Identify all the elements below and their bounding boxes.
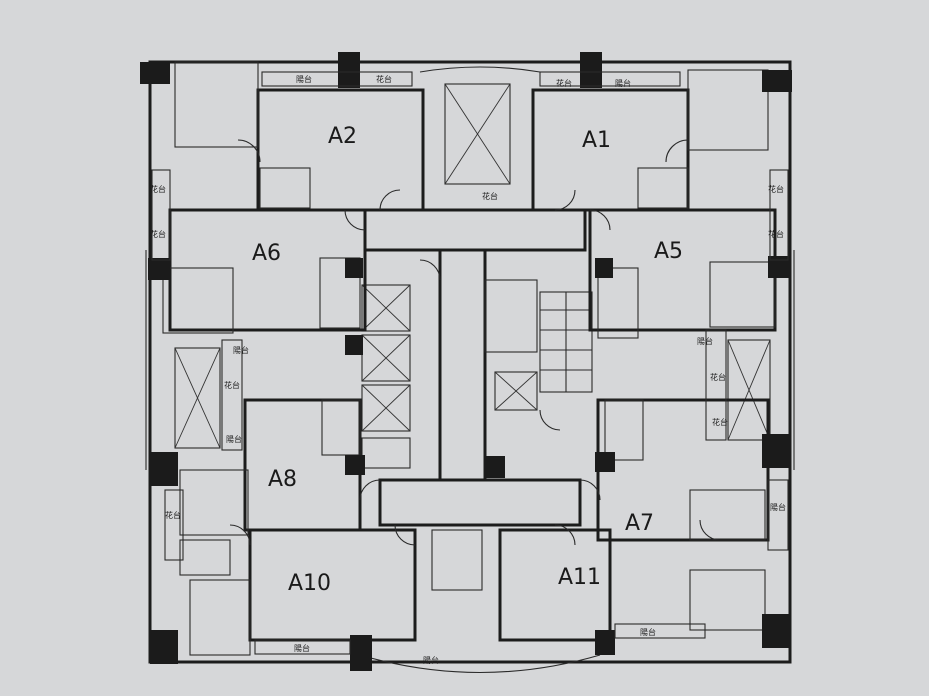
unit-label-a5: A5 <box>654 239 683 264</box>
light-well-north <box>444 83 511 185</box>
unit-label-a1: A1 <box>582 128 611 153</box>
planter-label: 花台 <box>376 74 392 84</box>
unit-label-a2: A2 <box>328 124 357 149</box>
unit-walls <box>162 61 777 656</box>
balcony-label: 陽台 <box>697 336 713 346</box>
planter-label: 花台 <box>165 510 181 520</box>
planter-label: 花台 <box>712 417 728 427</box>
unit-label-a7: A7 <box>625 511 654 536</box>
central-corridor <box>363 208 587 527</box>
bathrooms <box>179 167 689 591</box>
unit-label-a11: A11 <box>558 565 601 590</box>
balcony-label: 陽台 <box>615 78 631 88</box>
light-well-west <box>174 347 221 449</box>
planter-label: 花台 <box>710 372 726 382</box>
planter-label: 花台 <box>150 184 166 194</box>
planter-label: 花台 <box>482 191 498 201</box>
balcony-label: 陽台 <box>423 655 439 665</box>
balcony-label: 陽台 <box>233 345 249 355</box>
balcony-label: 陽台 <box>770 502 786 512</box>
planter-label: 花台 <box>556 78 572 88</box>
balcony-label: 陽台 <box>226 434 242 444</box>
unit-label-a10: A10 <box>288 571 331 596</box>
unit-label-a8: A8 <box>268 467 297 492</box>
unit-label-a6: A6 <box>252 241 281 266</box>
balcony-label: 陽台 <box>296 74 312 84</box>
balcony-label: 陽台 <box>640 627 656 637</box>
doors <box>229 139 721 546</box>
balcony-label: 陽台 <box>294 643 310 653</box>
columns <box>140 52 792 671</box>
elevator-bank <box>361 284 538 469</box>
planter-label: 花台 <box>768 229 784 239</box>
light-well-east <box>727 339 771 441</box>
balcony-strips <box>151 71 789 655</box>
planter-label: 花台 <box>768 184 784 194</box>
planter-label: 花台 <box>224 380 240 390</box>
stairwell <box>484 279 593 393</box>
planter-label: 花台 <box>150 229 166 239</box>
building-outline <box>145 60 795 674</box>
